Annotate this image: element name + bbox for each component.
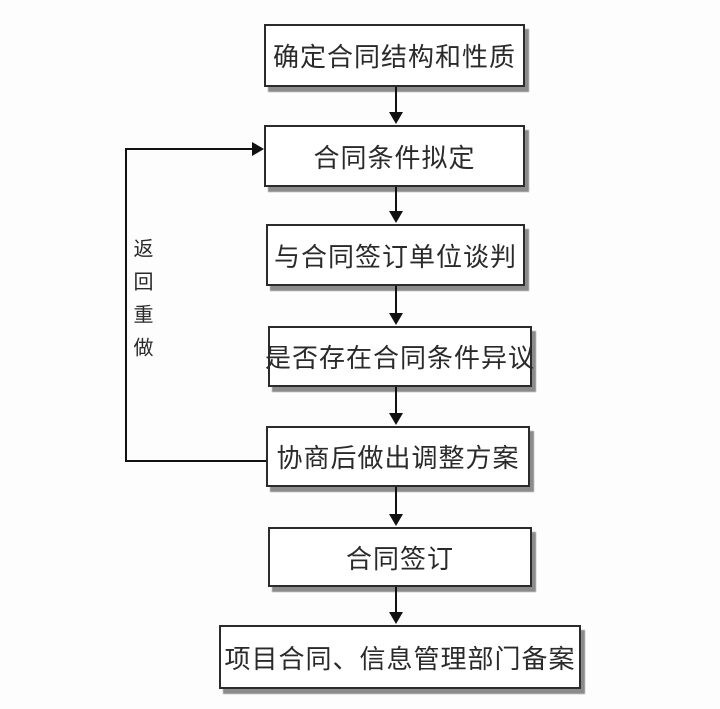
- flow-node-label: 合同签订: [345, 544, 454, 574]
- flow-node-adjustment-plan: 协商后做出调整方案: [266, 426, 530, 487]
- feedback-label: 返回重做: [130, 238, 152, 370]
- feedback-line-top: [125, 148, 252, 150]
- feedback-line-bottom: [125, 460, 266, 462]
- flow-node-label: 协商后做出调整方案: [276, 444, 520, 473]
- arrow-down-icon: [389, 286, 403, 325]
- flow-node-label: 是否存在合同条件异议: [265, 344, 536, 373]
- flow-node-negotiate: 与合同签订单位谈判: [266, 224, 525, 286]
- flow-node-label: 项目合同、信息管理部门备案: [224, 644, 576, 674]
- feedback-line-vertical: [125, 148, 127, 462]
- flow-node-draft-conditions: 合同条件拟定: [264, 125, 525, 187]
- flow-node-label: 合同条件拟定: [313, 143, 476, 173]
- arrow-down-icon: [389, 187, 403, 223]
- flow-node-label: 与合同签订单位谈判: [273, 242, 517, 272]
- arrow-down-icon: [389, 87, 403, 124]
- flow-node-objection-check: 是否存在合同条件异议: [265, 326, 536, 387]
- arrow-down-icon: [389, 487, 403, 526]
- flow-node-filing: 项目合同、信息管理部门备案: [219, 625, 581, 689]
- flow-node-determine-structure: 确定合同结构和性质: [264, 24, 525, 87]
- flow-node-sign-contract: 合同签订: [268, 527, 532, 587]
- arrow-right-icon: [252, 142, 264, 156]
- arrow-down-icon: [389, 387, 403, 425]
- flow-node-label: 确定合同结构和性质: [272, 43, 516, 72]
- arrow-down-icon: [389, 587, 403, 624]
